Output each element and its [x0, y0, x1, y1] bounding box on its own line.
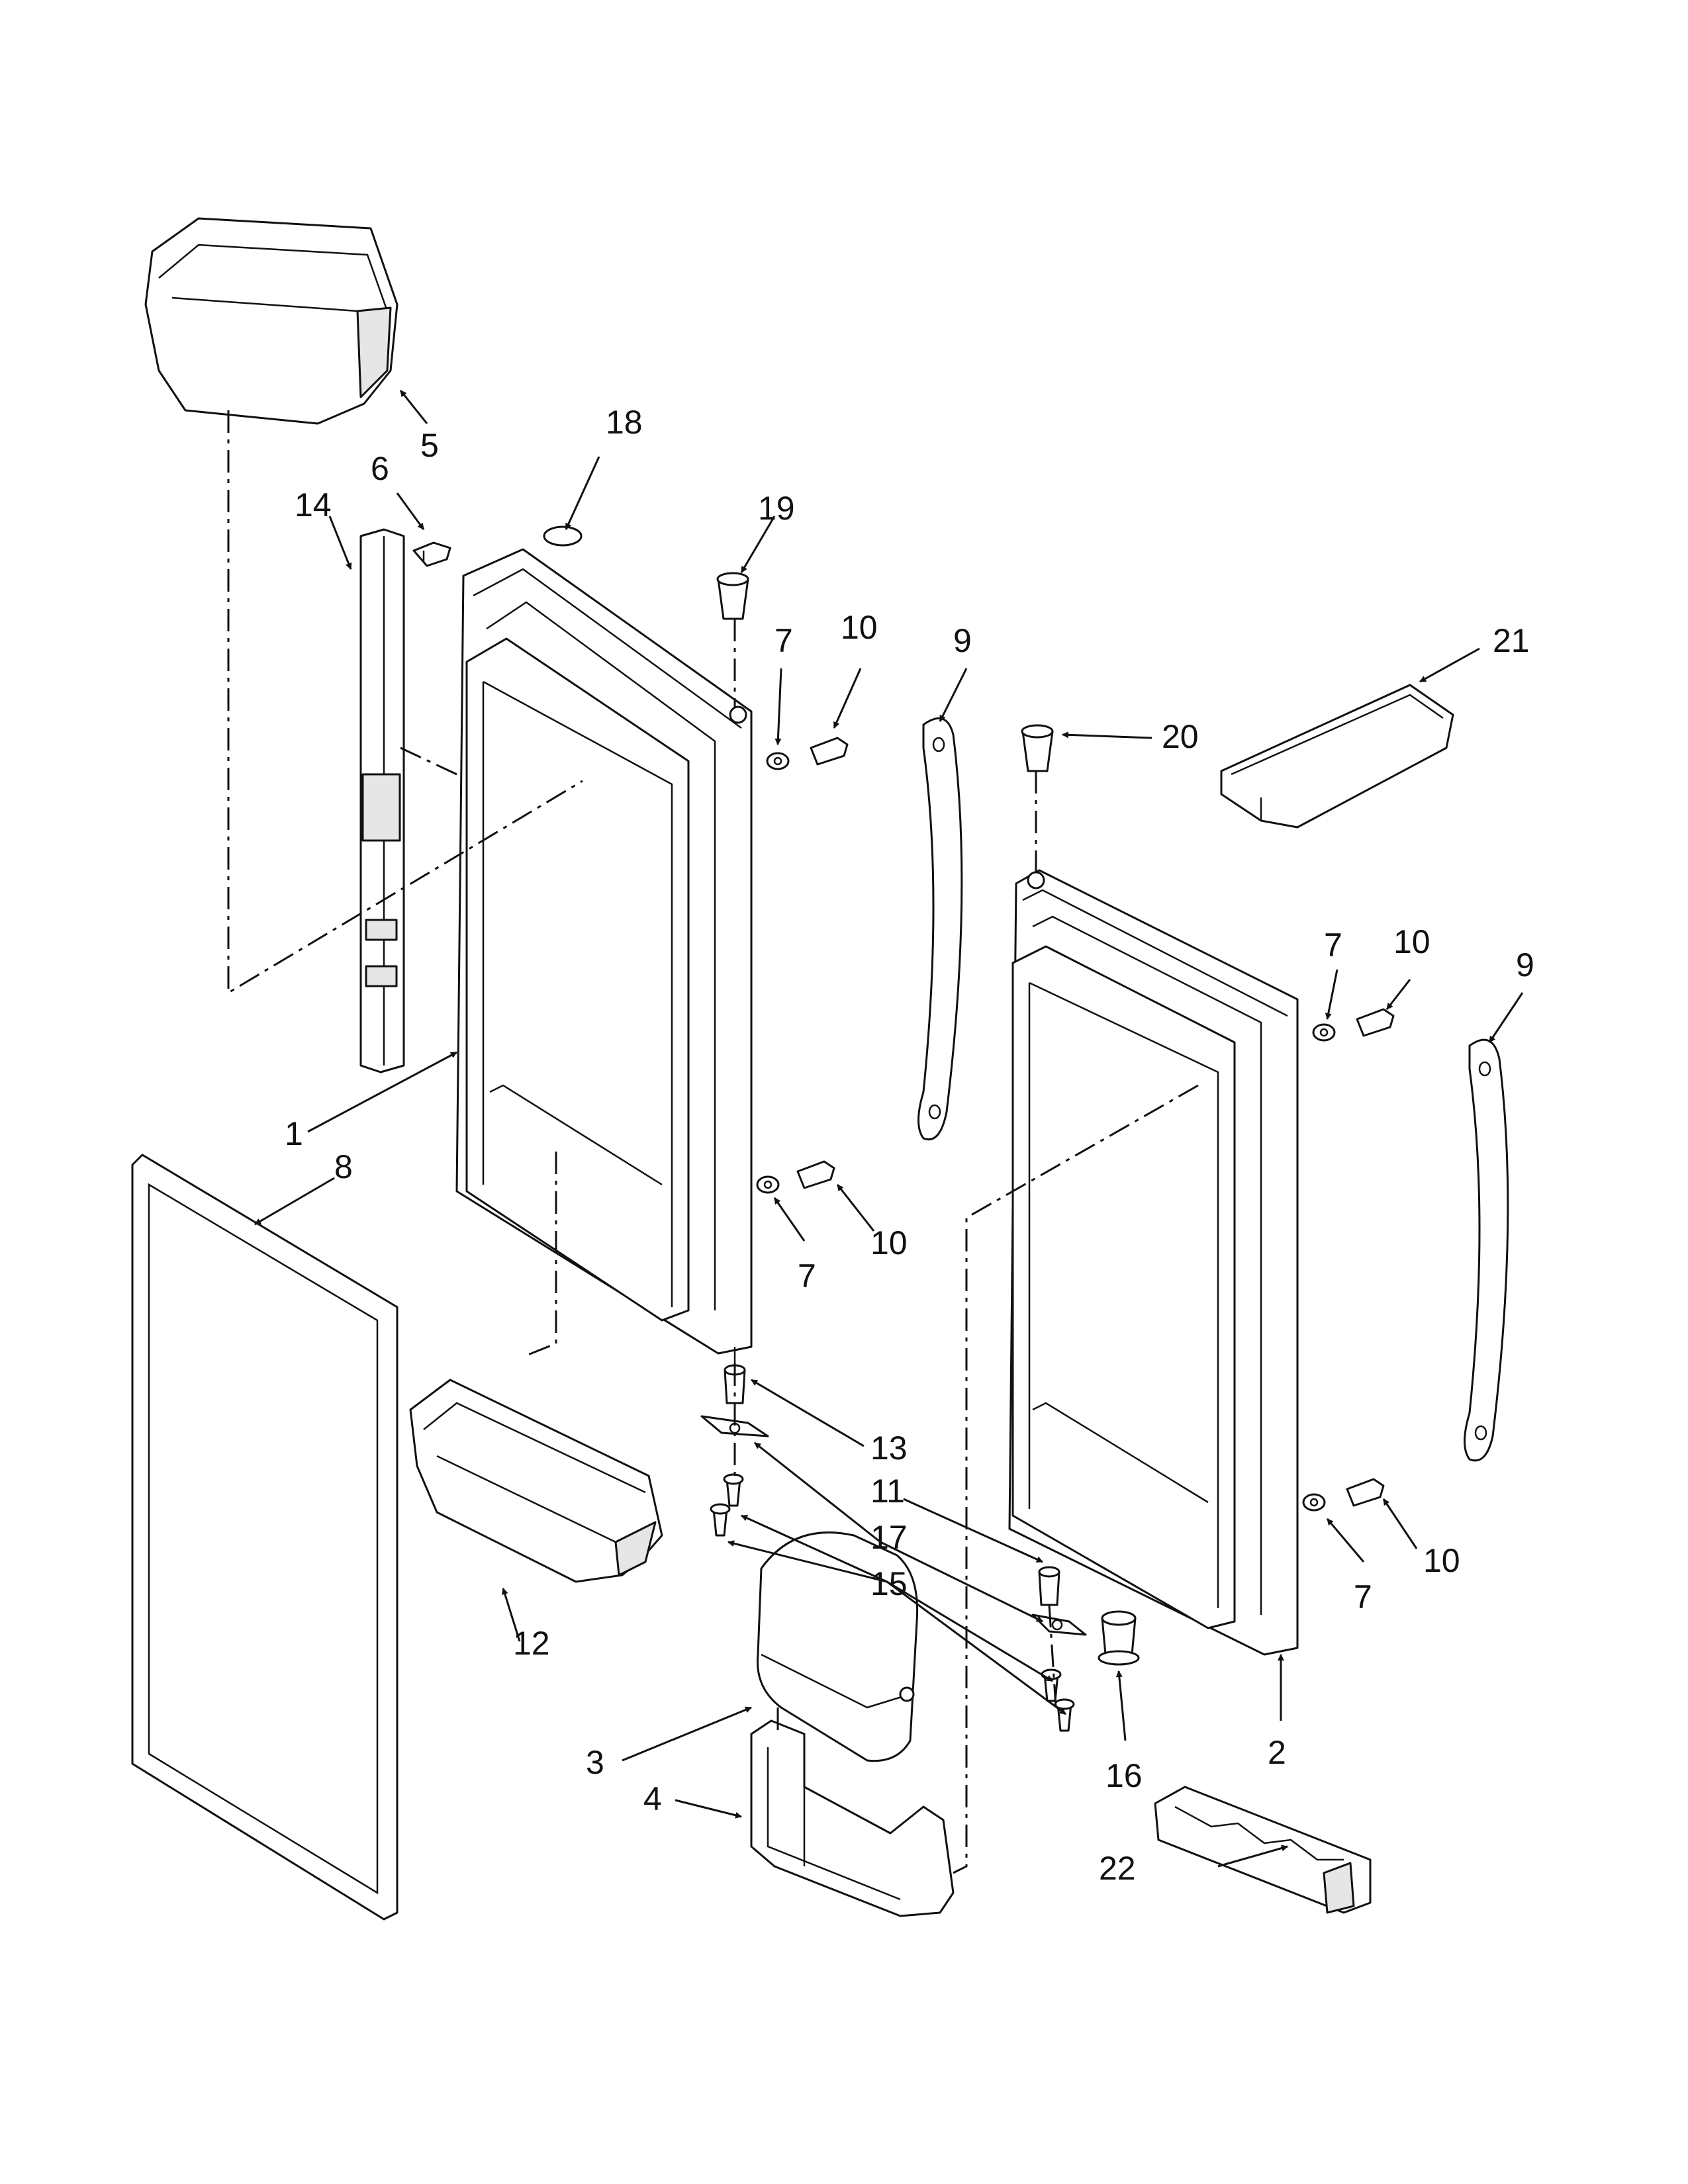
- callout-10a: 10: [841, 609, 878, 646]
- part-8-door-gasket: [131, 1154, 399, 1921]
- part-17-hinge-bracket: [1031, 1614, 1087, 1636]
- part-2-right-door: [1008, 869, 1299, 1656]
- part-5-door-bin: [144, 217, 399, 425]
- callout-19: 19: [758, 490, 795, 527]
- part-7-spacer: [766, 752, 790, 770]
- callout-6: 6: [371, 450, 389, 487]
- callout-16: 16: [1105, 1757, 1143, 1794]
- callout-labels: 1 2 3 4 5 6 7 7 7 7 8 9 9 10 10 10 10 11…: [285, 404, 1534, 1887]
- part-15-screw: [723, 1473, 744, 1507]
- leader-lines: [254, 390, 1524, 1868]
- part-4-dairy-bin: [750, 1719, 955, 1917]
- callout-12: 12: [513, 1625, 550, 1662]
- part-18-plug: [543, 525, 583, 547]
- part-3-dairy-door: [756, 1531, 919, 1762]
- part-11-hinge-bushing: [1038, 1566, 1060, 1606]
- part-9-handle: [917, 717, 963, 1140]
- part-10-screw: [796, 1160, 835, 1189]
- part-10-screw: [810, 737, 849, 766]
- part-21-shallow-bin: [1220, 684, 1454, 829]
- part-7-spacer: [1312, 1023, 1336, 1042]
- part-7-spacer: [1302, 1493, 1326, 1512]
- callout-1: 1: [285, 1115, 303, 1152]
- part-10-screw: [1346, 1478, 1385, 1507]
- callout-9b: 9: [1516, 946, 1534, 983]
- part-7-spacer: [756, 1175, 780, 1194]
- callout-9a: 9: [953, 622, 972, 659]
- callout-22: 22: [1099, 1850, 1136, 1887]
- part-19-bushing: [716, 572, 749, 620]
- part-15-screw: [1054, 1698, 1075, 1732]
- callout-18: 18: [606, 404, 643, 441]
- part-12-door-bin: [409, 1379, 663, 1583]
- assembly-lines: [227, 410, 1199, 1874]
- callout-13: 13: [870, 1430, 908, 1467]
- callout-7d: 7: [1354, 1578, 1372, 1615]
- callout-20: 20: [1162, 718, 1199, 755]
- part-9-handle: [1464, 1038, 1509, 1462]
- part-14-hinge-rail: [359, 528, 405, 1073]
- callout-10b: 10: [870, 1224, 908, 1261]
- callout-5: 5: [420, 427, 439, 464]
- callout-10c: 10: [1393, 923, 1430, 960]
- callout-2: 2: [1268, 1734, 1286, 1771]
- part-1-left-door: [455, 548, 753, 1363]
- callout-17: 17: [870, 1519, 908, 1556]
- part-6-screw: [412, 541, 451, 567]
- callout-21: 21: [1493, 622, 1530, 659]
- part-22-egg-tray: [1154, 1786, 1372, 1914]
- part-15-screw: [710, 1503, 731, 1537]
- callout-11: 11: [870, 1473, 905, 1510]
- callout-14: 14: [295, 486, 332, 523]
- part-20-bushing: [1021, 724, 1054, 772]
- part-15-screw: [1041, 1668, 1062, 1702]
- callout-3: 3: [586, 1744, 604, 1781]
- callout-15: 15: [870, 1565, 908, 1602]
- part-16-hinge-pin: [1098, 1610, 1140, 1666]
- part-10-screw: [1356, 1008, 1395, 1037]
- callout-7b: 7: [798, 1257, 816, 1295]
- callout-7a: 7: [774, 622, 793, 659]
- callout-8: 8: [334, 1148, 353, 1185]
- callout-4: 4: [643, 1780, 662, 1817]
- callout-7c: 7: [1324, 927, 1342, 964]
- callout-10d: 10: [1423, 1542, 1460, 1579]
